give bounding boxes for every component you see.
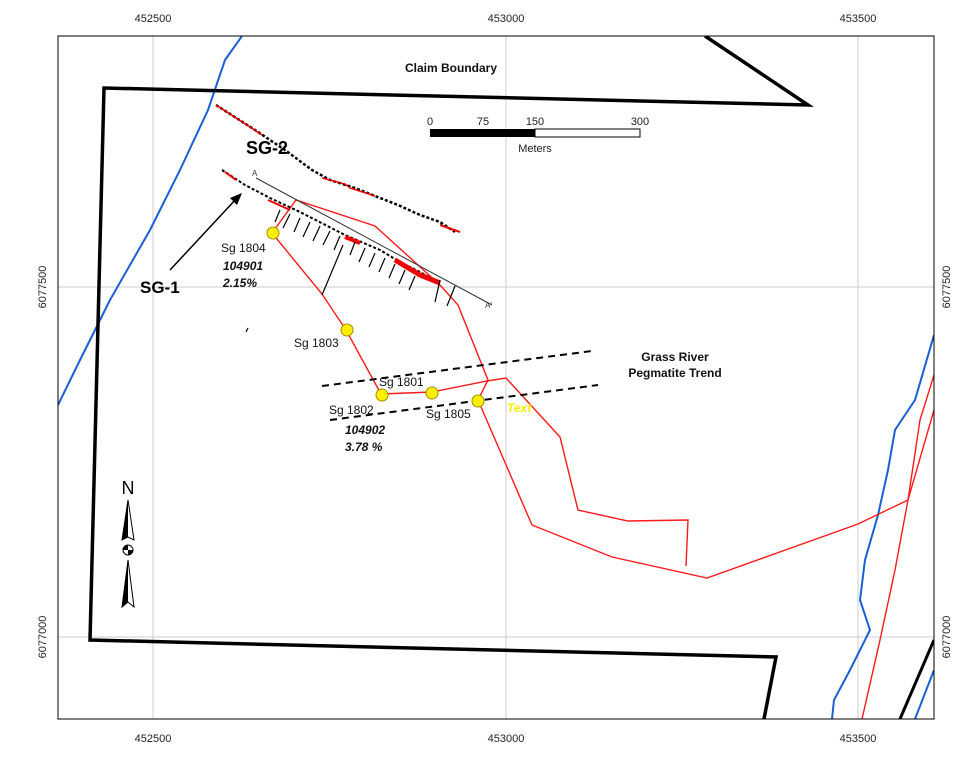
sample-point-1803[interactable] bbox=[340, 323, 354, 337]
x-tick-top: 453500 bbox=[840, 13, 877, 25]
section-label-a: A bbox=[252, 169, 258, 178]
sg1-trace bbox=[221, 169, 441, 286]
x-tick-top: 453000 bbox=[488, 13, 525, 25]
assay-id: 104901 bbox=[223, 259, 263, 273]
sample-point-1801[interactable] bbox=[425, 386, 439, 400]
section-line bbox=[255, 177, 493, 306]
trend-label: Grass River bbox=[641, 350, 709, 364]
sample-label: Sg 1802 bbox=[329, 403, 374, 417]
x-tick-bottom: 453000 bbox=[488, 733, 525, 745]
sample-points bbox=[266, 226, 485, 408]
scale-tick: 75 bbox=[477, 116, 489, 128]
sample-point-1805[interactable] bbox=[471, 394, 485, 408]
trend-label: Pegmatite Trend bbox=[628, 366, 721, 380]
scale-tick: 300 bbox=[631, 116, 649, 128]
scale-tick: 150 bbox=[526, 116, 544, 128]
assay-grade: 3.78 % bbox=[345, 440, 383, 454]
y-tick-right: 6077000 bbox=[941, 616, 953, 659]
section-label-a-prime: A' bbox=[485, 301, 492, 310]
scale-bar: 0 75 150 300 Meters bbox=[427, 116, 649, 155]
sample-point-1804[interactable] bbox=[266, 226, 280, 240]
assay-grade: 2.15% bbox=[222, 276, 257, 290]
placeholder-text: Text bbox=[507, 401, 532, 415]
sample-label: Sg 1804 bbox=[221, 241, 266, 255]
claim-boundary-line bbox=[88, 36, 814, 719]
x-tick-bottom: 452500 bbox=[135, 733, 172, 745]
sample-label: Sg 1803 bbox=[294, 336, 339, 350]
assay-id: 104902 bbox=[345, 423, 385, 437]
x-tick-bottom: 453500 bbox=[840, 733, 877, 745]
scale-unit: Meters bbox=[518, 143, 552, 155]
sg1-arrow bbox=[169, 197, 238, 271]
scale-tick: 0 bbox=[427, 116, 433, 128]
y-tick-right: 6077500 bbox=[941, 266, 953, 309]
sample-label: Sg 1805 bbox=[426, 407, 471, 421]
arrowhead-icon bbox=[230, 193, 242, 205]
north-label: N bbox=[122, 478, 135, 498]
sg2-trace bbox=[215, 103, 461, 234]
claim-boundary-label: Claim Boundary bbox=[405, 61, 497, 75]
y-tick-left: 6077500 bbox=[37, 266, 49, 309]
trail bbox=[271, 199, 934, 719]
river bbox=[58, 36, 934, 719]
north-arrow-icon: N bbox=[121, 478, 135, 609]
claim-boundary-line bbox=[898, 639, 934, 719]
map-frame bbox=[57, 35, 935, 720]
sg2-label: SG-2 bbox=[246, 138, 288, 158]
pegmatite-trend bbox=[321, 350, 599, 421]
sample-label: Sg 1801 bbox=[379, 375, 424, 389]
hatch-ticks bbox=[245, 209, 456, 333]
sg1-label: SG-1 bbox=[140, 278, 180, 297]
sample-point-1802[interactable] bbox=[375, 388, 389, 402]
x-tick-top: 452500 bbox=[135, 13, 172, 25]
y-tick-left: 6077000 bbox=[37, 616, 49, 659]
grid bbox=[58, 36, 934, 719]
